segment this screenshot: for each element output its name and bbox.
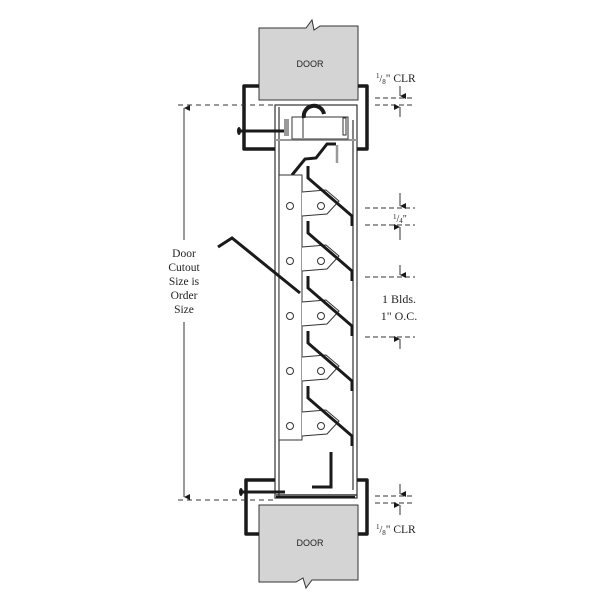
blades: [286, 166, 354, 446]
clr-top-label: 1/8" CLR: [376, 72, 416, 86]
cutout-dimension: [178, 104, 275, 501]
mounting-channels: [242, 84, 369, 536]
door-bottom-label: DOOR: [297, 538, 325, 548]
cutout-line: Order: [171, 290, 198, 302]
blade-stile: [278, 174, 303, 441]
door-top-label: DOOR: [297, 59, 325, 69]
cutout-line: Size is: [169, 276, 200, 288]
clr-bottom-label: 1/8" CLR: [376, 523, 416, 537]
screw-bottom: [239, 488, 285, 496]
cutout-line: Size: [174, 304, 194, 316]
louver-blade: [286, 331, 354, 391]
cutout-line: Door: [172, 248, 196, 260]
louver-blade: [286, 386, 354, 446]
door-top: DOOR: [258, 18, 359, 101]
door-bottom: DOOR: [258, 504, 359, 590]
blades-label: 1 Blds.: [382, 292, 416, 306]
quarter-inch-label: 1/4": [393, 213, 407, 225]
cutout-line: Cutout: [168, 262, 200, 274]
operator-handle: [217, 236, 301, 295]
on-center-label: 1" O.C.: [381, 309, 418, 323]
bottom-hardware: [276, 452, 355, 498]
top-hardware: [284, 103, 349, 176]
screw-top: [237, 127, 284, 135]
louver-blade: [286, 276, 354, 336]
cutout-label: Door Cutout Size is Order Size: [168, 248, 200, 316]
louver-blade: [286, 166, 354, 226]
louver-blade: [286, 221, 354, 281]
